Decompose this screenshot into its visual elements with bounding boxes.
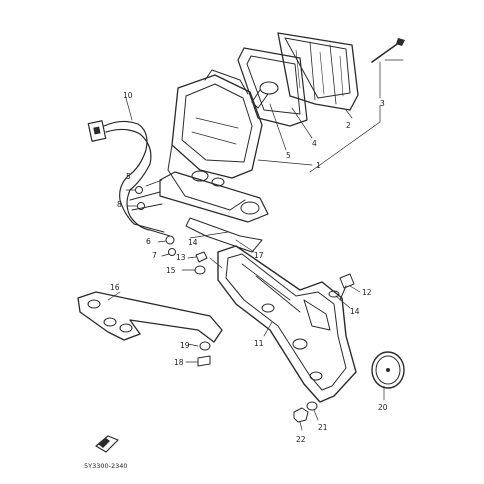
washer-21 bbox=[306, 401, 318, 411]
callout-7: 7 bbox=[152, 251, 157, 260]
callout-1: 1 bbox=[316, 161, 321, 170]
fastener-15 bbox=[181, 265, 206, 275]
housing-bracket bbox=[159, 171, 269, 253]
callout-3: 3 bbox=[380, 99, 385, 108]
callout-10: 10 bbox=[123, 91, 133, 100]
callout-15: 15 bbox=[166, 266, 176, 275]
callout-11: 11 bbox=[254, 339, 264, 348]
nut-22 bbox=[293, 407, 309, 423]
callout-12: 12 bbox=[362, 288, 372, 297]
washer-14 bbox=[328, 290, 340, 298]
fastener-18 bbox=[185, 355, 211, 367]
leader-lines bbox=[107, 59, 404, 431]
wire-harness bbox=[87, 120, 171, 237]
callout-5: 5 bbox=[286, 151, 291, 160]
callout-20: 20 bbox=[378, 403, 388, 412]
fastener-19 bbox=[199, 341, 211, 351]
taillight-housing bbox=[167, 69, 263, 211]
callout-6: 6 bbox=[146, 237, 151, 246]
callout-21: 21 bbox=[318, 423, 328, 432]
fastener-7 bbox=[161, 248, 176, 257]
callout-2: 2 bbox=[346, 121, 351, 130]
callout-13: 13 bbox=[176, 253, 186, 262]
front-arrow-icon bbox=[95, 435, 119, 453]
lens-screw bbox=[371, 38, 405, 63]
fastener-8 bbox=[125, 186, 143, 194]
taillight-lens bbox=[277, 32, 359, 111]
callout-5b: 5 bbox=[126, 172, 131, 181]
callout-16: 16 bbox=[110, 283, 120, 292]
reflector-stay bbox=[77, 291, 223, 343]
callout-19: 19 bbox=[180, 341, 190, 350]
lens-gasket bbox=[237, 47, 308, 127]
callout-17: 17 bbox=[254, 251, 264, 260]
fastener-13 bbox=[187, 251, 208, 263]
license-plate-bracket bbox=[217, 245, 357, 403]
callout-14-right: 14 bbox=[350, 307, 360, 316]
fastener-9 bbox=[126, 202, 145, 210]
callout-14-left: 14 bbox=[188, 238, 198, 247]
callout-4: 4 bbox=[312, 139, 317, 148]
reflector bbox=[371, 351, 405, 389]
callout-18: 18 bbox=[174, 358, 184, 367]
fastener-6 bbox=[157, 235, 175, 245]
callout-8: 8 bbox=[117, 200, 122, 209]
bolt-12 bbox=[339, 273, 355, 301]
drawing-code: 5Y3300-2340 bbox=[84, 462, 128, 470]
callout-labels: 3 2 4 5 1 10 5 8 9 6 7 14 13 15 17 16 11… bbox=[110, 91, 388, 444]
bulb bbox=[251, 81, 279, 109]
callout-22: 22 bbox=[296, 435, 306, 444]
